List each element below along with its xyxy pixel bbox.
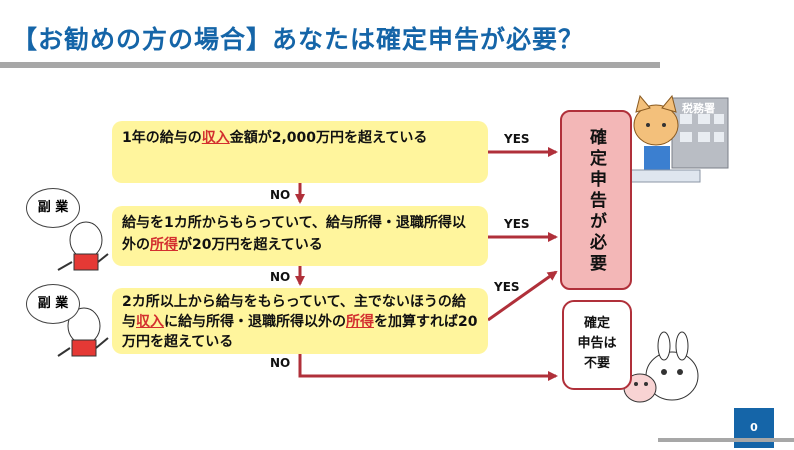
tax-office-illustration <box>623 94 729 183</box>
office-sign: 税務署 <box>682 102 715 115</box>
yes-label-1: YES <box>504 132 530 146</box>
highlight-income-type: 所得 <box>150 237 178 253</box>
result-required-box: 確定申告が必要 <box>560 110 632 290</box>
result-not-required-box: 確定 申告は 不要 <box>562 300 632 390</box>
result-not-required-line-1: 確定 <box>583 316 610 331</box>
no-label-1: NO <box>270 188 291 202</box>
no-label-2: NO <box>270 270 291 284</box>
yes-arrow-3 <box>487 270 558 322</box>
side-character-1 <box>57 221 109 271</box>
question-box-1: 1年の給与の収入金額が2,000万円を超えている <box>112 121 488 183</box>
title-underline <box>0 62 660 68</box>
question-box-3: 2カ所以上から給与をもらっていて、主でないほうの給与収入に給与所得・退職所得以外… <box>112 288 488 354</box>
highlight-income-type: 所得 <box>346 314 374 330</box>
no-arrow-3 <box>298 354 558 381</box>
result-required-text: 確定申告が必要 <box>586 128 606 275</box>
side-job-bubble-2: 副 業 <box>26 284 80 324</box>
footer-bar <box>658 438 794 442</box>
question-2-text-end: が20万円を超えている <box>178 237 323 253</box>
question-3-text-mid: に給与所得・退職所得以外の <box>164 314 346 330</box>
no-label-3: NO <box>270 356 291 370</box>
page-number: 0 <box>734 408 774 448</box>
result-not-required-line-2: 申告は <box>577 336 617 351</box>
question-1-text: 1年の給与の <box>122 130 202 146</box>
question-3-text: 2カ所以上から給与をもらっていて、主でないほうの給与 <box>122 294 466 330</box>
result-not-required-line-3: 不要 <box>583 356 610 371</box>
question-3-text-end: を加算すれば20万円を超えている <box>122 314 478 350</box>
question-2-text: 給与を1カ所からもらっていて、給与所得・退職所得以外の <box>122 215 466 253</box>
highlight-income: 収入 <box>136 314 164 330</box>
page-title: 【お勧めの方の場合】あなたは確定申告が必要？ <box>12 25 585 54</box>
yes-label-2: YES <box>504 217 530 231</box>
yes-label-3: YES <box>494 280 520 294</box>
question-1-text-end: 金額が2,000万円を超えている <box>229 130 428 146</box>
side-character-2 <box>57 307 109 357</box>
rabbit-illustration <box>623 331 699 403</box>
question-box-2: 給与を1カ所からもらっていて、給与所得・退職所得以外の所得が20万円を超えている <box>112 206 488 266</box>
side-job-bubble-1: 副 業 <box>26 188 80 228</box>
highlight-income: 収入 <box>201 130 230 146</box>
